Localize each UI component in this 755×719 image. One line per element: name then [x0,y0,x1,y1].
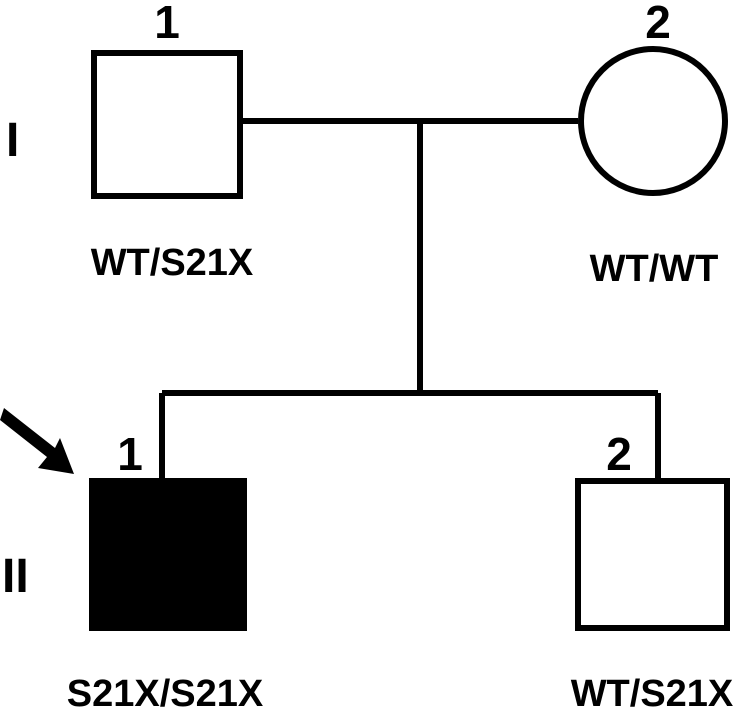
individual-number: 1 [117,428,143,480]
male-symbol-affected [89,478,247,631]
individual-number: 2 [645,0,671,48]
male-symbol [575,478,730,631]
individual-I-1: 1 WT/S21X [91,0,254,284]
arrow-icon [0,408,74,474]
individual-number: 1 [154,0,180,48]
genotype-label: WT/S21X [571,673,734,715]
genotype-label: S21X/S21X [67,673,264,715]
generation-label-I: I [6,114,19,167]
genotype-label: WT/S21X [91,242,254,284]
generation-label-II: II [2,550,29,603]
genotype-label: WT/WT [590,248,719,290]
male-symbol [91,50,243,199]
individual-II-2: 2 WT/S21X [571,428,734,715]
individual-II-1: 1 S21X/S21X [0,408,264,715]
individual-I-2: 2 WT/WT [578,0,728,290]
female-symbol [578,46,728,196]
individual-number: 2 [606,428,632,480]
